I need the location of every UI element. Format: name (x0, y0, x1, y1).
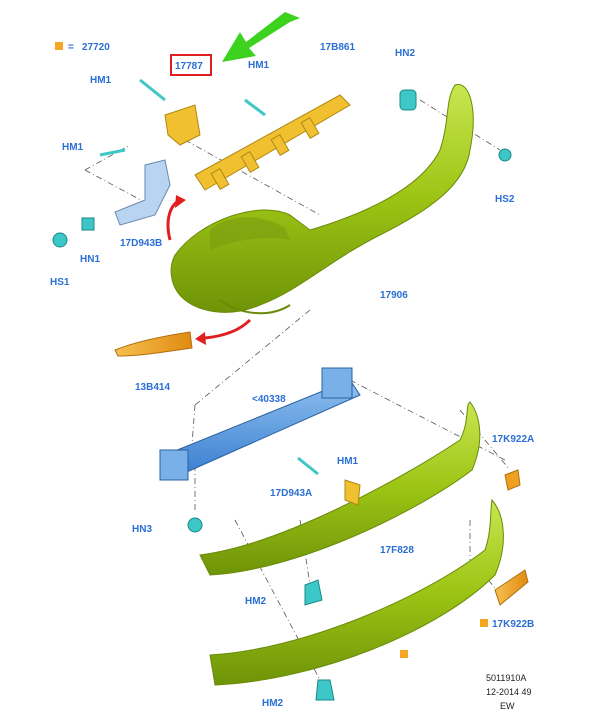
valance-17f828 (199, 401, 481, 576)
label-17906: 17906 (380, 290, 408, 301)
red-arrow-1 (166, 198, 181, 241)
label-hn3: HN3 (132, 524, 152, 535)
footer-line3: EW (500, 701, 515, 711)
legend-swatch-17k922b (480, 619, 488, 627)
footer-line2: 12-2014 49 (486, 687, 532, 697)
footer-line1: 5011910A (486, 673, 526, 683)
label-hm1-c: HM1 (62, 142, 84, 153)
fasteners (52, 78, 512, 701)
legend-code: 27720 (82, 42, 110, 53)
label-17b861: 17B861 (320, 42, 355, 53)
reflector-17k922b (494, 569, 529, 606)
label-13b414: 13B414 (135, 382, 170, 393)
label-40338: <40338 (252, 394, 286, 405)
beam-bracket-left (159, 449, 189, 481)
bumper-cover-17906 (170, 84, 474, 313)
highlight-arrow (222, 12, 300, 62)
label-17f828: 17F828 (380, 545, 414, 556)
legend-swatch (55, 42, 63, 50)
label-hm1-d: HM1 (337, 456, 359, 467)
reflector-17k922a (504, 469, 521, 491)
label-hm2-a: HM2 (245, 596, 267, 607)
label-17k922b: 17K922B (492, 619, 534, 630)
reflector-13b414 (114, 331, 193, 357)
label-hn2: HN2 (395, 48, 415, 59)
bracket-17787 (164, 104, 201, 146)
bracket-17d943b (114, 159, 171, 226)
red-arrow-2 (204, 318, 252, 340)
label-hm1-a: HM1 (90, 75, 112, 86)
label-hm2-b: HM2 (262, 698, 284, 709)
label-hm1-b: HM1 (248, 60, 270, 71)
label-hs1: HS1 (50, 277, 70, 288)
label-17k922a: 17K922A (492, 434, 534, 445)
bracket-17d943a (344, 479, 361, 506)
highlight-box (170, 54, 212, 76)
skid-plate (209, 498, 504, 686)
legend-equals: = (68, 42, 74, 53)
label-17d943b: 17D943B (120, 238, 162, 249)
legend-swatch-lower (400, 650, 408, 658)
label-hs2: HS2 (495, 194, 515, 205)
label-hn1: HN1 (80, 254, 100, 265)
label-17d943a: 17D943A (270, 488, 312, 499)
beam-bracket-right (321, 367, 353, 399)
label-17787: 17787 (175, 61, 203, 72)
